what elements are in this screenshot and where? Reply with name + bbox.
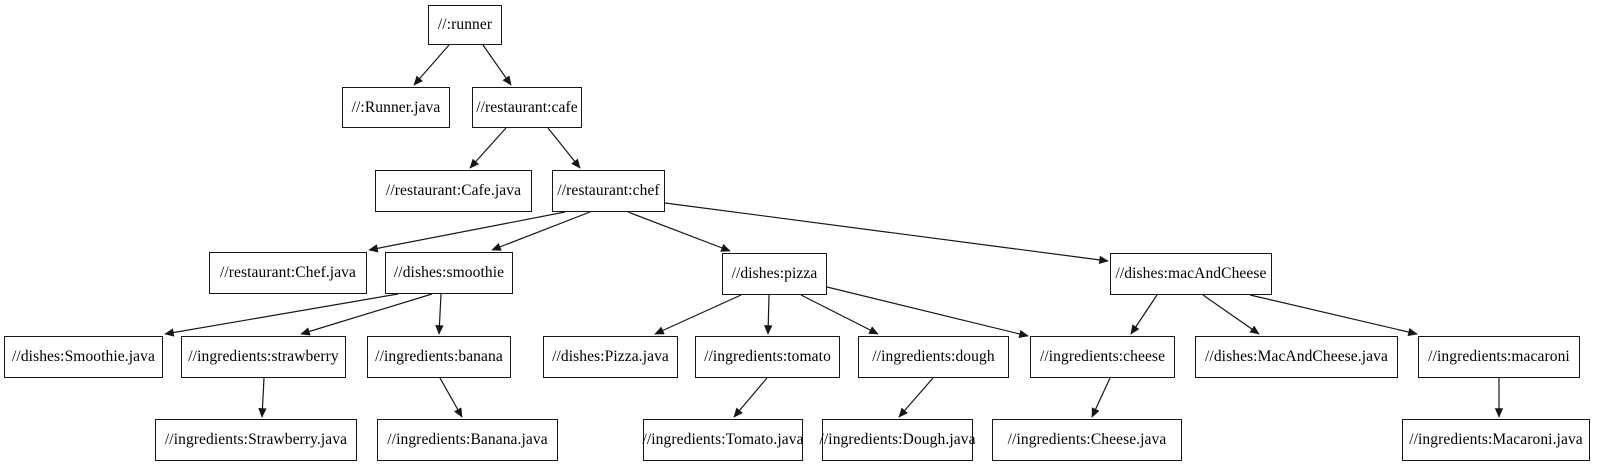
node-tomato-java: //ingredients:Tomato.java <box>642 419 803 461</box>
edge-runner-to-cafe <box>482 44 512 86</box>
node-mac-and-cheese-java: //dishes:MacAndCheese.java <box>1195 336 1398 378</box>
node-cheese: //ingredients:cheese <box>1030 336 1175 378</box>
edge-cafe-to-cafe-java <box>469 127 507 169</box>
node-smoothie: //dishes:smoothie <box>385 252 513 294</box>
edge-chef-to-pizza <box>627 211 731 252</box>
node-dough-java: //ingredients:Dough.java <box>819 419 975 461</box>
edge-dough-to-dough-java <box>898 377 934 418</box>
edge-cheese-to-cheese-java <box>1091 377 1111 418</box>
node-cafe-java: //restaurant:Cafe.java <box>375 170 532 212</box>
node-macaroni-java: //ingredients:Macaroni.java <box>1402 419 1590 461</box>
node-chef: //restaurant:chef <box>552 170 665 212</box>
node-mac-and-cheese: //dishes:macAndCheese <box>1110 253 1272 295</box>
node-chef-java: //restaurant:Chef.java <box>209 252 367 294</box>
node-cafe: //restaurant:cafe <box>472 87 582 128</box>
node-tomato: //ingredients:tomato <box>695 336 840 378</box>
edge-pizza-to-cheese <box>826 286 1029 338</box>
edge-mac-and-cheese-to-cheese <box>1130 294 1158 335</box>
node-pizza-java: //dishes:Pizza.java <box>543 336 678 378</box>
edge-mac-and-cheese-to-macaroni <box>1249 294 1418 337</box>
edge-strawberry-to-strawberry-java <box>258 377 267 418</box>
edge-smoothie-to-banana <box>435 293 444 335</box>
node-runner: //:runner <box>428 5 502 45</box>
node-smoothie-java: //dishes:Smoothie.java <box>4 336 163 378</box>
edge-pizza-to-pizza-java <box>654 294 742 335</box>
node-cheese-java: //ingredients:Cheese.java <box>992 419 1182 461</box>
node-runner-java: //:Runner.java <box>342 87 450 128</box>
node-banana: //ingredients:banana <box>367 336 511 378</box>
node-banana-java: //ingredients:Banana.java <box>377 419 558 461</box>
edge-chef-to-mac-and-cheese <box>664 202 1109 265</box>
edge-chef-to-smoothie <box>491 211 591 251</box>
edge-chef-to-chef-java <box>368 211 566 253</box>
edge-mac-and-cheese-to-mac-and-cheese-java <box>1202 294 1260 335</box>
edge-tomato-to-tomato-java <box>733 377 768 418</box>
edge-pizza-to-dough <box>800 294 879 335</box>
edge-runner-to-runner-java <box>413 44 450 86</box>
node-strawberry: //ingredients:strawberry <box>181 336 346 378</box>
edge-cafe-to-chef <box>547 127 581 169</box>
edge-smoothie-to-smoothie-java <box>164 293 399 337</box>
node-macaroni: //ingredients:macaroni <box>1418 336 1580 378</box>
node-dough: //ingredients:dough <box>858 336 1009 378</box>
node-pizza: //dishes:pizza <box>722 253 827 295</box>
edge-smoothie-to-strawberry <box>300 293 433 336</box>
edge-pizza-to-tomato <box>764 294 773 335</box>
node-strawberry-java: //ingredients:Strawberry.java <box>155 419 357 461</box>
edge-banana-to-banana-java <box>439 377 463 418</box>
